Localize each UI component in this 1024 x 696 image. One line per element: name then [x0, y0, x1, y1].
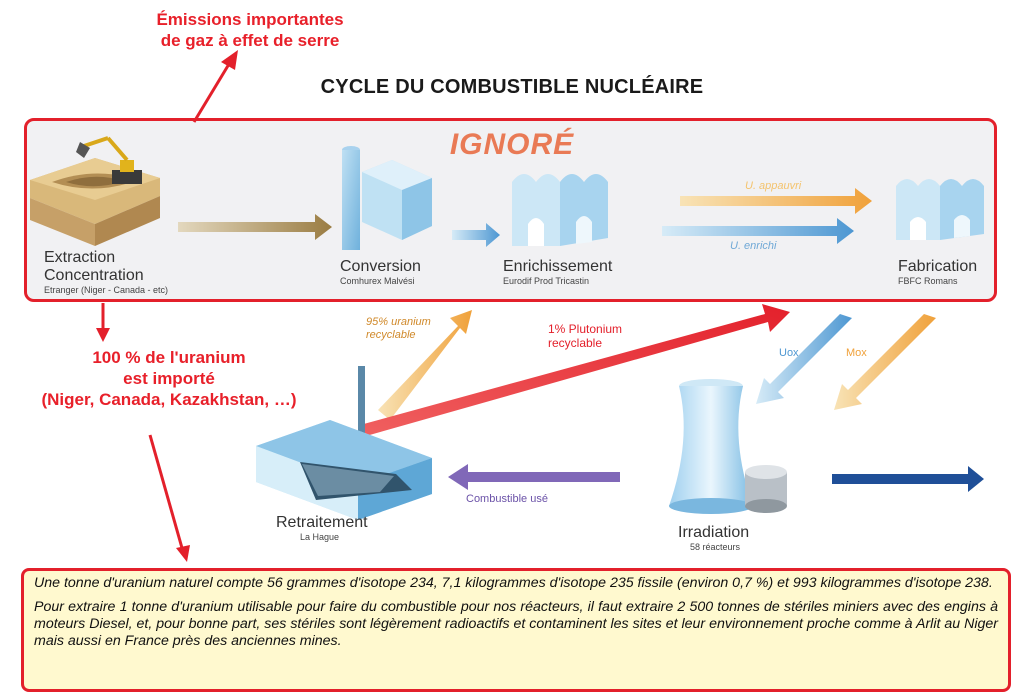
enrichment-illustration: [512, 174, 608, 246]
spent-fuel-arrow: [448, 464, 620, 490]
enriched-uranium-arrow: [662, 218, 854, 244]
info-paragraph-1: Une tonne d'uranium naturel compte 56 gr…: [34, 575, 993, 591]
mine-illustration: [30, 136, 160, 246]
spent-fuel-label: Combustible usé: [466, 493, 548, 505]
fabrication-name: Fabrication: [898, 258, 978, 275]
fabrication-illustration: [896, 179, 984, 240]
enrichment-sub: Eurodif Prod Tricastin: [503, 276, 590, 286]
conversion-to-enrichment-arrow: [452, 223, 500, 247]
conversion-sub: Comhurex Malvési: [340, 276, 415, 286]
uranium-recyclable-line-1: 95% uranium: [366, 316, 431, 328]
uranium-line-3: (Niger, Canada, Kazakhstan, …): [41, 390, 297, 409]
page-title: CYCLE DU COMBUSTIBLE NUCLÉAIRE: [320, 76, 704, 98]
ignored-stages-box: [24, 118, 997, 302]
info-box: Une tonne d'uranium naturel compte 56 gr…: [21, 568, 1011, 692]
reprocessing-plant-illustration: [256, 366, 432, 520]
uranium-recyclable-line-2: recyclable: [366, 329, 416, 341]
emissions-annotation: Émissions importantes de gaz à effet de …: [130, 9, 370, 51]
info-paragraph-2: Pour extraire 1 tonne d'uranium utilisab…: [34, 599, 998, 649]
uranium-pointer-arrow: [96, 303, 110, 342]
reprocessing-sub: La Hague: [300, 532, 340, 542]
extraction-name-2: Concentration: [44, 267, 144, 284]
plutonium-line-1: 1% Plutonium: [548, 322, 623, 336]
plutonium-recyclable-arrow: [360, 304, 790, 436]
depleted-uranium-arrow: [680, 188, 872, 214]
fabrication-sub: FBFC Romans: [898, 276, 958, 286]
conversion-illustration: [342, 146, 432, 250]
irradiation-name: Irradiation: [678, 524, 750, 541]
emissions-pointer-arrow: [192, 50, 238, 123]
uranium-line-2: est importé: [123, 369, 215, 388]
reprocessing-label: Retraitement La Hague: [276, 514, 368, 543]
uranium-recyclable-label: 95% uranium recyclable: [366, 316, 431, 342]
info-pointer-arrow: [148, 434, 190, 562]
mox-arrow: [834, 314, 936, 410]
extraction-to-conversion-arrow: [178, 214, 332, 240]
extraction-label: Extraction Concentration Etranger (Niger…: [44, 249, 168, 296]
emissions-line-1: Émissions importantes: [156, 10, 344, 29]
conversion-label: Conversion Comhurex Malvési: [340, 258, 421, 287]
plutonium-recyclable-label: 1% Plutonium recyclable: [548, 322, 622, 350]
uranium-recyclable-arrow: [378, 310, 472, 420]
plutonium-line-2: recyclable: [548, 336, 603, 350]
waste-outgoing-arrow: [832, 466, 984, 492]
emissions-line-2: de gaz à effet de serre: [160, 31, 340, 50]
uranium-import-annotation: 100 % de l'uranium est importé (Niger, C…: [0, 347, 338, 410]
cooling-tower-illustration: [669, 379, 787, 514]
uranium-line-1: 100 % de l'uranium: [92, 348, 246, 367]
mox-label: Mox: [846, 347, 867, 359]
enrichment-name: Enrichissement: [503, 258, 613, 275]
conversion-name: Conversion: [340, 258, 421, 275]
depleted-uranium-label: U. appauvri: [745, 180, 802, 192]
extraction-name-1: Extraction: [44, 249, 116, 266]
uox-label: Uox: [779, 347, 799, 359]
irradiation-sub: 58 réacteurs: [690, 542, 741, 552]
reprocessing-name: Retraitement: [276, 514, 368, 531]
fabrication-label: Fabrication FBFC Romans: [898, 258, 977, 287]
enrichment-label: Enrichissement Eurodif Prod Tricastin: [503, 258, 612, 287]
irradiation-label: Irradiation 58 réacteurs: [678, 524, 749, 553]
extraction-sub: Etranger (Niger - Canada - etc): [44, 285, 169, 295]
enriched-uranium-label: U. enrichi: [730, 240, 777, 252]
uox-arrow: [756, 314, 852, 404]
ignored-label: IGNORÉ: [449, 128, 575, 161]
